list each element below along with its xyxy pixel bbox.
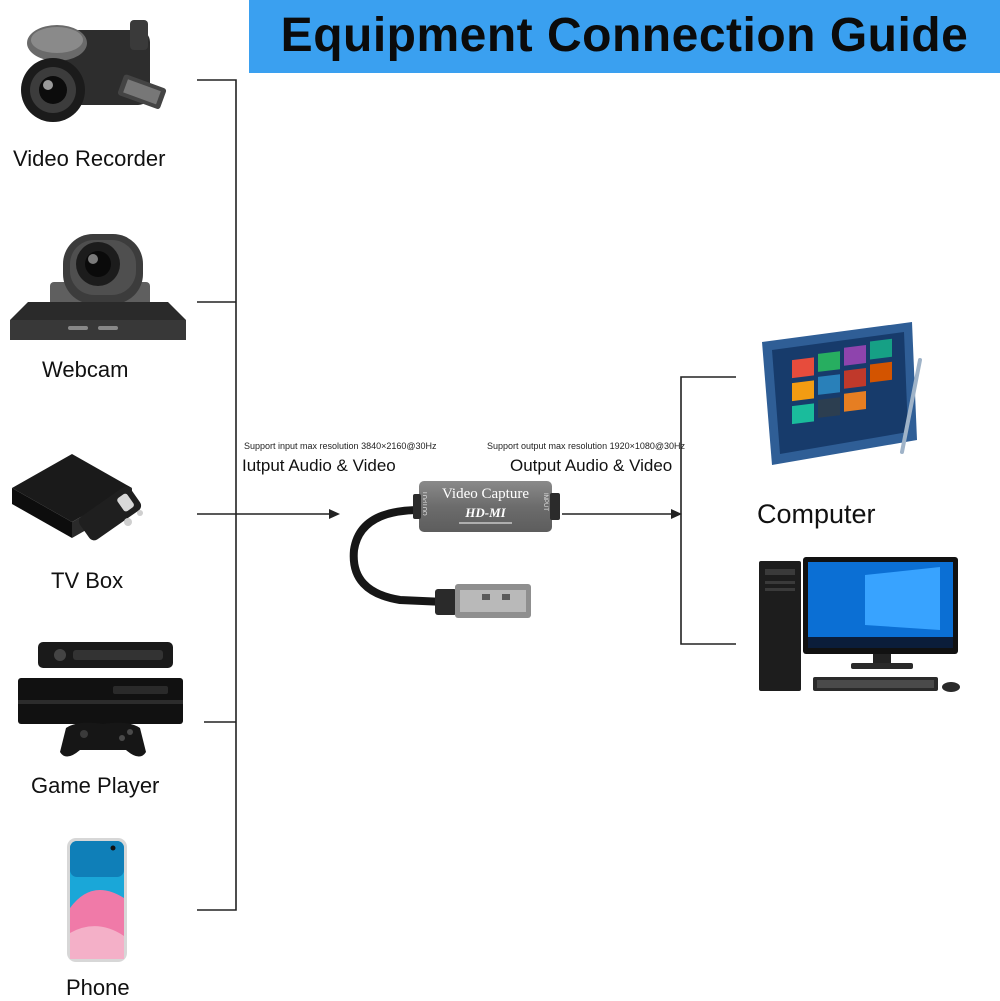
desktop-pc-icon xyxy=(759,557,960,692)
input-label: Iutput Audio & Video xyxy=(242,456,396,475)
device-brand: HD-MI xyxy=(465,505,506,520)
device-name: Video Capture xyxy=(442,486,529,502)
source-label-video-recorder: Video Recorder xyxy=(13,146,166,171)
source-label-tv-box: TV Box xyxy=(51,568,124,593)
output-label: Output Audio & Video xyxy=(510,456,673,475)
tablet-icon xyxy=(762,322,922,465)
source-label-phone: Phone xyxy=(66,975,130,1000)
title-banner: Equipment Connection Guide xyxy=(249,0,1000,73)
target-label-computer: Computer xyxy=(757,499,876,529)
capture-device: OUTPUT INPUT Video Capture HD-MI xyxy=(413,481,560,532)
video-recorder-icon xyxy=(21,20,167,122)
page-title: Equipment Connection Guide xyxy=(280,9,969,62)
capture-device-cable xyxy=(349,506,531,618)
input-spec: Support input max resolution 3840×2160@3… xyxy=(244,441,437,451)
webcam-icon xyxy=(10,234,186,340)
port-input-label: INPUT xyxy=(542,493,548,511)
source-label-webcam: Webcam xyxy=(42,357,129,382)
source-label-game-player: Game Player xyxy=(31,773,160,798)
output-spec: Support output max resolution 1920×1080@… xyxy=(487,441,686,451)
game-console-icon xyxy=(18,642,183,757)
tv-box-icon xyxy=(12,454,143,541)
phone-icon xyxy=(67,838,127,962)
